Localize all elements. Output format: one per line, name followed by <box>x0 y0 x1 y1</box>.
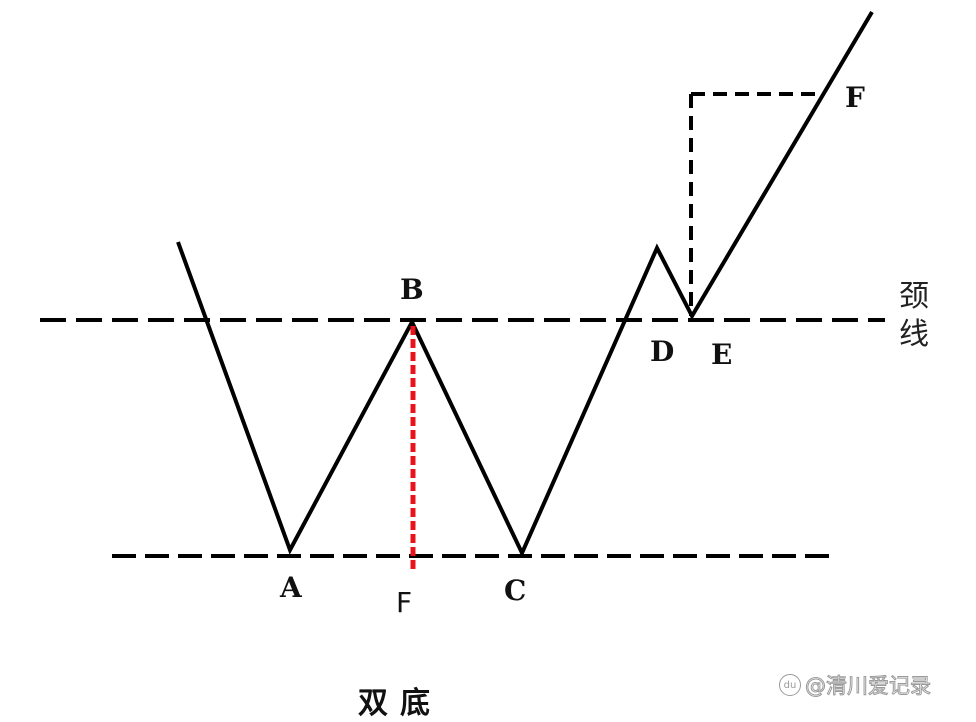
watermark-text: @清川爱记录 <box>805 674 932 699</box>
point-label-a: A <box>280 571 302 604</box>
point-label-f-bottom: F <box>396 586 413 619</box>
point-label-b: B <box>400 273 424 306</box>
point-label-e: E <box>711 338 733 371</box>
neckline-label: 颈线 <box>899 279 929 352</box>
point-label-d: D <box>650 335 675 368</box>
point-label-c: C <box>504 574 527 607</box>
watermark: du @清川爱记录 <box>779 670 932 700</box>
baidu-paw-icon: du <box>779 674 801 696</box>
point-label-f-top: F <box>845 81 865 114</box>
diagram-title: 双底 <box>358 686 442 721</box>
